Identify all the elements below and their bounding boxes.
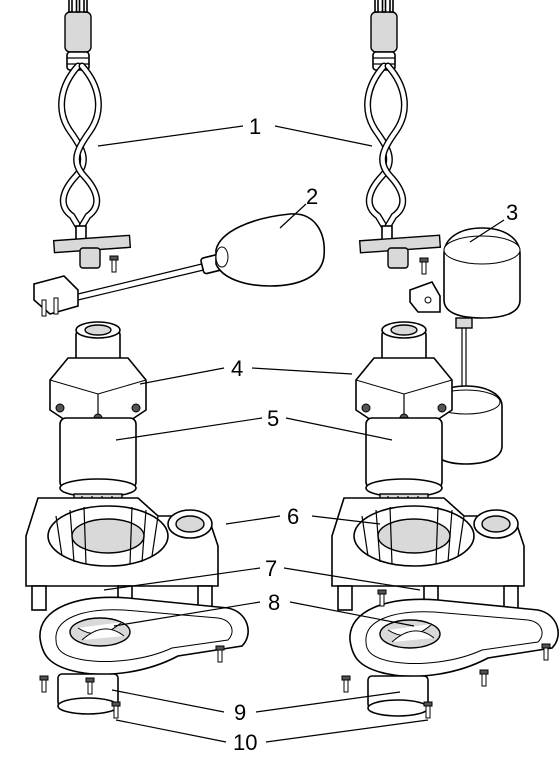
right-power-cord [368,66,405,226]
callout-1: 1 [249,114,261,139]
right-screw-4 [541,643,551,661]
left-pump-assembly [25,0,326,719]
callout-numbers: 1 2 3 4 5 6 7 8 9 10 [231,114,518,755]
right-grommet [387,247,409,269]
left-plug [64,0,92,71]
right-pump-assembly [331,0,559,719]
tethered-float-switch [33,213,326,317]
callout-9: 9 [234,700,246,725]
left-power-cord [62,66,99,226]
right-screw-1 [341,675,351,693]
left-screw-4 [215,645,225,663]
right-plug [370,0,398,71]
right-bracket-screw [419,257,429,275]
left-screw-1 [39,675,49,693]
leader-lines [97,125,505,743]
right-screw-3 [479,669,489,687]
left-grommet [79,247,101,269]
callout-2: 2 [306,184,318,209]
right-motor-housing [355,321,453,423]
callout-10: 10 [233,730,257,755]
callout-6: 6 [287,504,299,529]
callout-7: 7 [265,556,277,581]
left-bracket-screw [109,255,119,273]
callout-5: 5 [267,406,279,431]
callout-4: 4 [231,356,243,381]
right-volute-impeller [349,598,559,717]
callout-3: 3 [506,200,518,225]
callout-8: 8 [268,590,280,615]
right-pump-base [331,497,525,617]
left-motor-housing [49,321,147,423]
